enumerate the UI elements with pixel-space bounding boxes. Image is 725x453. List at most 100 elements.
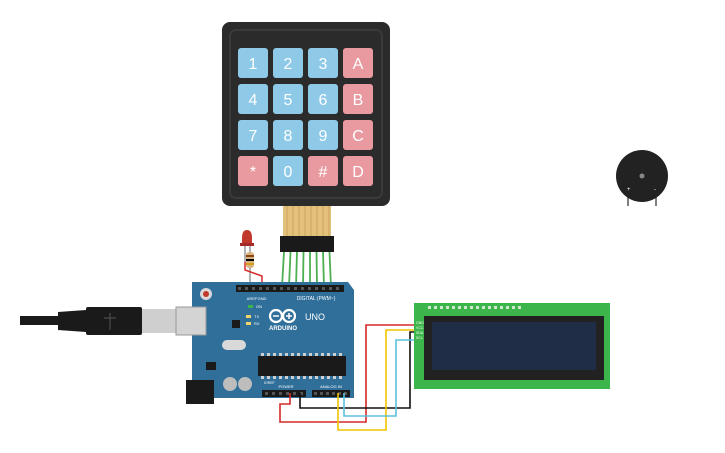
lcd-screen: [432, 322, 596, 370]
keypad-key[interactable]: [343, 156, 373, 186]
keypad-key[interactable]: [238, 156, 268, 186]
keypad-key-label: 5: [284, 92, 293, 109]
keypad-wire: [322, 251, 325, 288]
power-label: POWER: [278, 384, 293, 389]
keypad-wire: [295, 251, 298, 288]
arduino-logo: [268, 308, 297, 324]
header-pin[interactable]: [272, 392, 275, 395]
header-pin[interactable]: [332, 392, 335, 395]
led-wire: [244, 262, 263, 284]
crystal: [222, 340, 246, 350]
tx-label: TX: [254, 314, 259, 319]
ribbon-connector: [280, 236, 334, 252]
usb-plug: [86, 307, 142, 335]
header-pin[interactable]: [314, 392, 317, 395]
keypad-key-label: 4: [249, 92, 258, 109]
header-pin[interactable]: [301, 287, 304, 290]
keypad-key[interactable]: [308, 120, 338, 150]
keypad-key-label: 3: [319, 56, 328, 73]
lcd-wires: [279, 324, 414, 431]
header-pin[interactable]: [320, 392, 323, 395]
led[interactable]: [240, 230, 254, 262]
arduino-uno[interactable]: DIGITAL (PWM~) AREF GND ARDUINO UNO TX R…: [175, 282, 354, 404]
led-bulb: [242, 230, 252, 244]
keypad-wire: [288, 251, 292, 288]
keypad-key-label: *: [250, 164, 256, 181]
arduino-model: UNO: [305, 312, 325, 322]
keypad-key[interactable]: [273, 84, 303, 114]
power-header: [262, 390, 306, 397]
keypad-key[interactable]: [343, 84, 373, 114]
header-pin[interactable]: [326, 392, 329, 395]
keypad-key-label: A: [353, 56, 364, 73]
rx-led: [246, 322, 251, 325]
ioref-label: IOREF: [264, 381, 275, 385]
keypad-key[interactable]: [273, 48, 303, 78]
aref-label: AREF: [247, 296, 258, 301]
keypad-wire: [302, 251, 305, 288]
digital-label: DIGITAL (PWM~): [297, 296, 336, 302]
header-pin[interactable]: [300, 392, 303, 395]
usb-cord: [20, 316, 60, 325]
analog-label: ANALOG IN: [320, 384, 342, 389]
resistor[interactable]: [246, 252, 254, 284]
header-pin[interactable]: [273, 287, 276, 290]
header-pin[interactable]: [336, 287, 339, 290]
header-pin[interactable]: [238, 287, 241, 290]
small-chip: [232, 320, 240, 328]
power-jack: [186, 380, 214, 404]
keypad-key[interactable]: [308, 48, 338, 78]
keypad-bezel: [229, 29, 383, 199]
keypad-key[interactable]: [238, 84, 268, 114]
header-pin[interactable]: [245, 287, 248, 290]
keypad-ribbon: [280, 204, 334, 252]
rx-label: RX: [254, 321, 260, 326]
header-pin[interactable]: [344, 392, 347, 395]
ribbon-strip: [283, 204, 331, 240]
lcd-pin-label: SDA: [416, 331, 424, 335]
header-pin[interactable]: [315, 287, 318, 290]
header-pin[interactable]: [266, 287, 269, 290]
keypad-key-label: 7: [249, 128, 258, 145]
header-pin[interactable]: [259, 287, 262, 290]
keypad-key-label: C: [352, 128, 364, 145]
header-pin[interactable]: [252, 287, 255, 290]
header-pin[interactable]: [287, 287, 290, 290]
header-pin[interactable]: [286, 392, 289, 395]
header-pin[interactable]: [265, 392, 268, 395]
wire-vcc: [279, 324, 414, 423]
lcd-pin-label: GND: [416, 321, 424, 325]
wire-sda: [337, 329, 414, 431]
keypad-key-label: 9: [319, 128, 328, 145]
keypad-key[interactable]: [343, 48, 373, 78]
keypad-wires: [281, 251, 332, 288]
keypad-key[interactable]: [308, 156, 338, 186]
header-pin[interactable]: [308, 287, 311, 290]
header-pin[interactable]: [294, 287, 297, 290]
header-pin[interactable]: [329, 287, 332, 290]
header-pin[interactable]: [293, 392, 296, 395]
led-rim: [240, 243, 254, 246]
keypad-key[interactable]: [308, 84, 338, 114]
header-pin[interactable]: [322, 287, 325, 290]
keypad-key[interactable]: [343, 120, 373, 150]
on-led: [248, 305, 253, 308]
buzzer[interactable]: + -: [616, 150, 668, 206]
keypad-key-label: D: [352, 164, 364, 181]
keypad-key-label: 6: [319, 92, 328, 109]
keypad-key[interactable]: [238, 48, 268, 78]
usb-port: [175, 306, 207, 336]
buzzer-hole: [639, 173, 645, 179]
lcd-pin-label: VCC: [416, 326, 424, 330]
usb-cable: [20, 307, 178, 335]
header-pin[interactable]: [338, 392, 341, 395]
keypad-key[interactable]: [238, 120, 268, 150]
header-pin[interactable]: [280, 287, 283, 290]
keypad-key[interactable]: [273, 120, 303, 150]
wire-gnd: [299, 331, 414, 409]
header-pin[interactable]: [279, 392, 282, 395]
keypad-key[interactable]: [273, 156, 303, 186]
